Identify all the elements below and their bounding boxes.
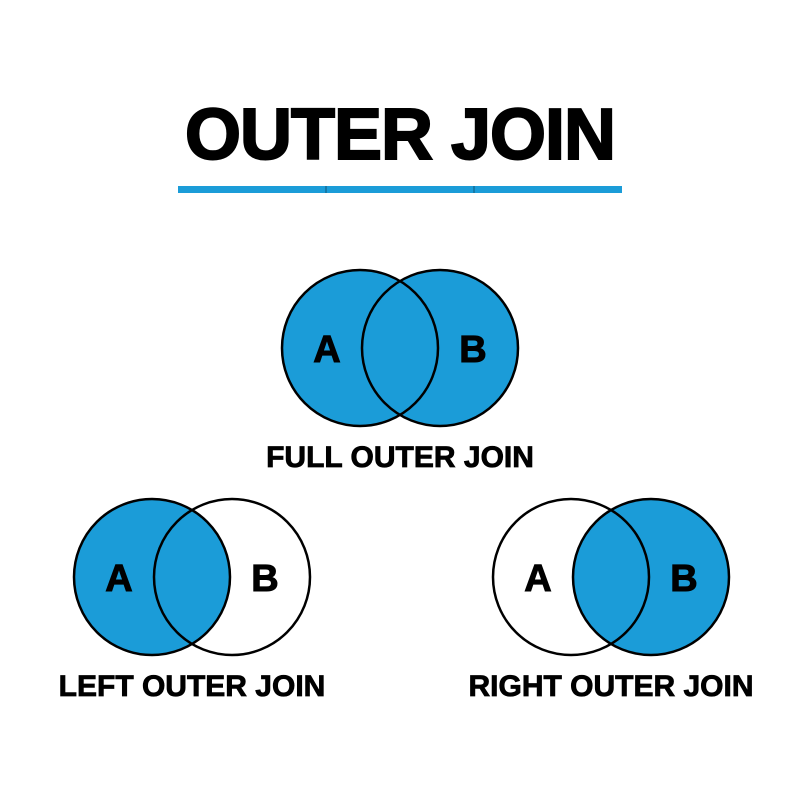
venn-left-outer-join: A B LEFT OUTER JOIN	[58, 496, 326, 702]
venn-full-outer-join: A B FULL OUTER JOIN	[266, 267, 534, 473]
page-title: OUTER JOIN	[184, 95, 617, 175]
venn-diagram-right: A B	[491, 497, 731, 657]
circle-a-outline	[72, 497, 232, 657]
circle-b-fill	[573, 499, 729, 655]
circle-b-fill	[362, 270, 518, 426]
venn-diagram-left: A B	[72, 497, 312, 657]
title-underline	[178, 186, 622, 193]
venn-right-outer-join: A B RIGHT OUTER JOIN	[468, 496, 754, 702]
underline-seam	[325, 186, 327, 193]
caption-full-outer-join: FULL OUTER JOIN	[266, 441, 535, 474]
label-b: B	[670, 558, 697, 600]
label-b: B	[459, 329, 486, 371]
venn-diagram-full: A B	[280, 268, 520, 428]
circle-a-fill	[74, 499, 230, 655]
circle-b-outline	[152, 497, 312, 657]
circle-a-outline	[491, 497, 651, 657]
caption-left-outer-join: LEFT OUTER JOIN	[58, 670, 326, 703]
circle-b-outline	[571, 497, 731, 657]
label-b: B	[251, 558, 278, 600]
caption-right-outer-join: RIGHT OUTER JOIN	[468, 670, 754, 703]
underline-seam	[473, 186, 475, 193]
circle-a-outline	[280, 268, 440, 428]
label-a: A	[524, 558, 551, 600]
label-a: A	[105, 558, 132, 600]
circle-b-outline	[360, 268, 520, 428]
label-a: A	[313, 329, 340, 371]
